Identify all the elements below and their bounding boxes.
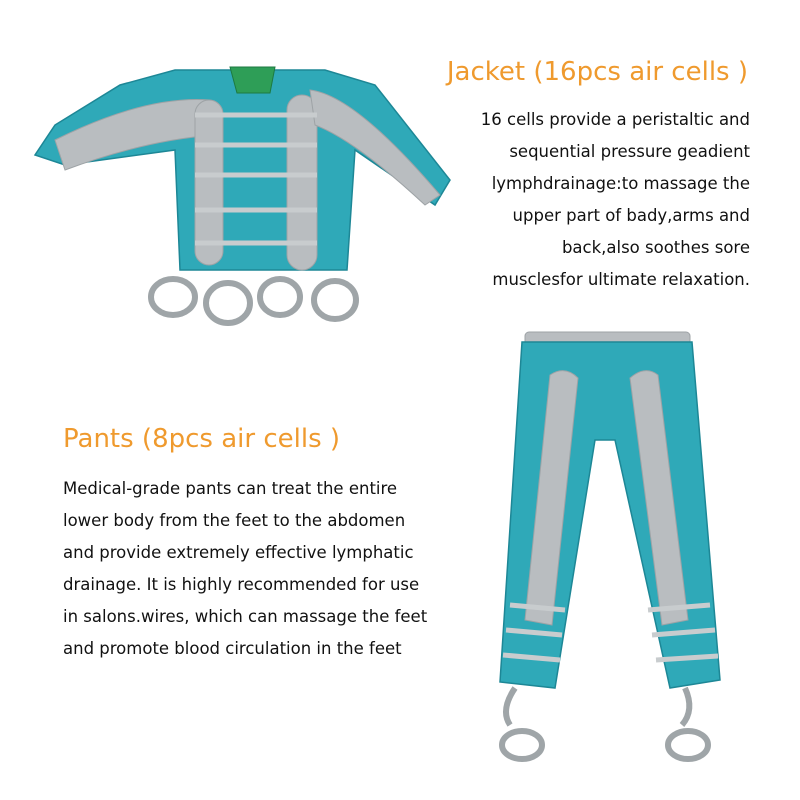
jacket-description-line: lymphdrainage:to massage the	[491, 174, 750, 193]
jacket-left-front-cell	[194, 99, 224, 266]
jacket-description-line: musclesfor ultimate relaxation.	[492, 270, 750, 289]
jacket-description-line: upper part of bady,arms and	[512, 206, 750, 225]
jacket-description-line: back,also soothes sore	[561, 238, 750, 257]
jacket-description-line: sequential pressure geadient	[509, 142, 750, 161]
pants-right-leg-cell	[629, 370, 689, 626]
jacket-right-front-cell	[286, 94, 318, 271]
pants-hoses	[499, 686, 711, 762]
pants-description-line: Medical-grade pants can treat the entire	[63, 479, 398, 498]
jacket-title: Jacket (16pcs air cells )	[446, 57, 748, 87]
jacket-collar	[229, 66, 276, 94]
pants-description-line: and promote blood circulation in the fee…	[63, 639, 402, 658]
pants-description-line: in salons.wires, which can massage the f…	[63, 607, 428, 626]
jacket-hoses	[148, 276, 359, 326]
pants-description-line: and provide extremely effective lymphati…	[63, 543, 414, 562]
pants-description-line: drainage. It is highly recommended for u…	[63, 575, 420, 594]
jacket-straps	[195, 112, 317, 246]
jacket-right-arm-cell	[309, 89, 441, 206]
pants-image	[499, 331, 721, 762]
pants-description-line: lower body from the feet to the abdomen	[63, 511, 406, 530]
jacket-description-line: 16 cells provide a peristaltic and	[480, 110, 750, 129]
jacket-image	[33, 66, 451, 326]
pants-left-leg-cell	[524, 370, 579, 626]
pants-straps	[502, 602, 719, 663]
pants-body	[499, 341, 721, 689]
pants-title: Pants (8pcs air cells )	[63, 424, 341, 454]
pants-description: Medical-grade pants can treat the entire…	[63, 473, 427, 665]
jacket-description: 16 cells provide a peristaltic and seque…	[481, 104, 750, 296]
